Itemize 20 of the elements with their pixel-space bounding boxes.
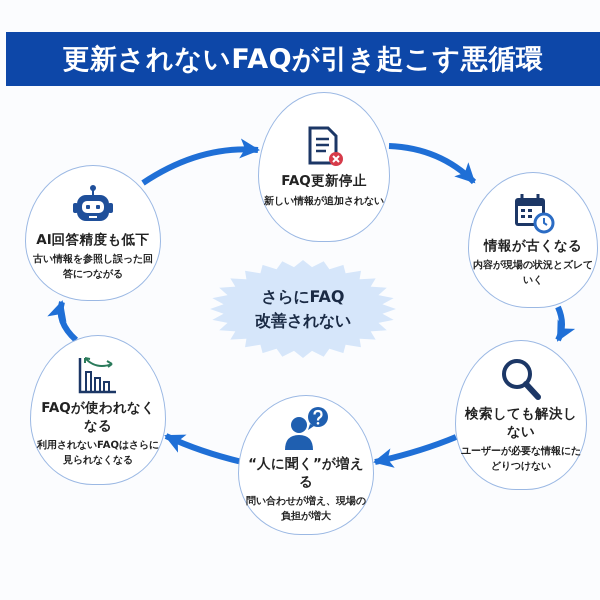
arrow [555, 306, 575, 342]
step-description: ユーザーが必要な情報にたどりつけない [460, 444, 582, 474]
arrow [48, 300, 78, 342]
step-heading: 検索しても解決しない [464, 406, 578, 442]
step-heading: 情報が古くなる [484, 238, 582, 256]
step-heading: FAQ更新停止 [281, 173, 367, 191]
arrow [141, 139, 260, 186]
step-description: 新しい情報が追加されない [264, 194, 384, 209]
step-heading: AI回答精度も低下 [36, 232, 150, 250]
arrow [373, 434, 458, 468]
arrow [388, 143, 476, 184]
starburst [210, 260, 396, 358]
step-heading: FAQが使われなくなる [40, 400, 156, 436]
step-description: 古い情報を参照し誤った回答につながる [32, 252, 154, 282]
step-description: 問い合わせが増え、現場の負担が増大 [245, 494, 367, 524]
step-description: 利用されないFAQはさらに見られなくなる [37, 438, 159, 468]
title-text: 更新されないFAQが引き起こす悪循環 [62, 43, 544, 77]
center-text: さらにFAQ改善されない [254, 286, 352, 332]
step-description: 内容が現場の状況とズレていく [472, 258, 594, 288]
step-heading: “人に聞く”が増える [247, 456, 365, 492]
